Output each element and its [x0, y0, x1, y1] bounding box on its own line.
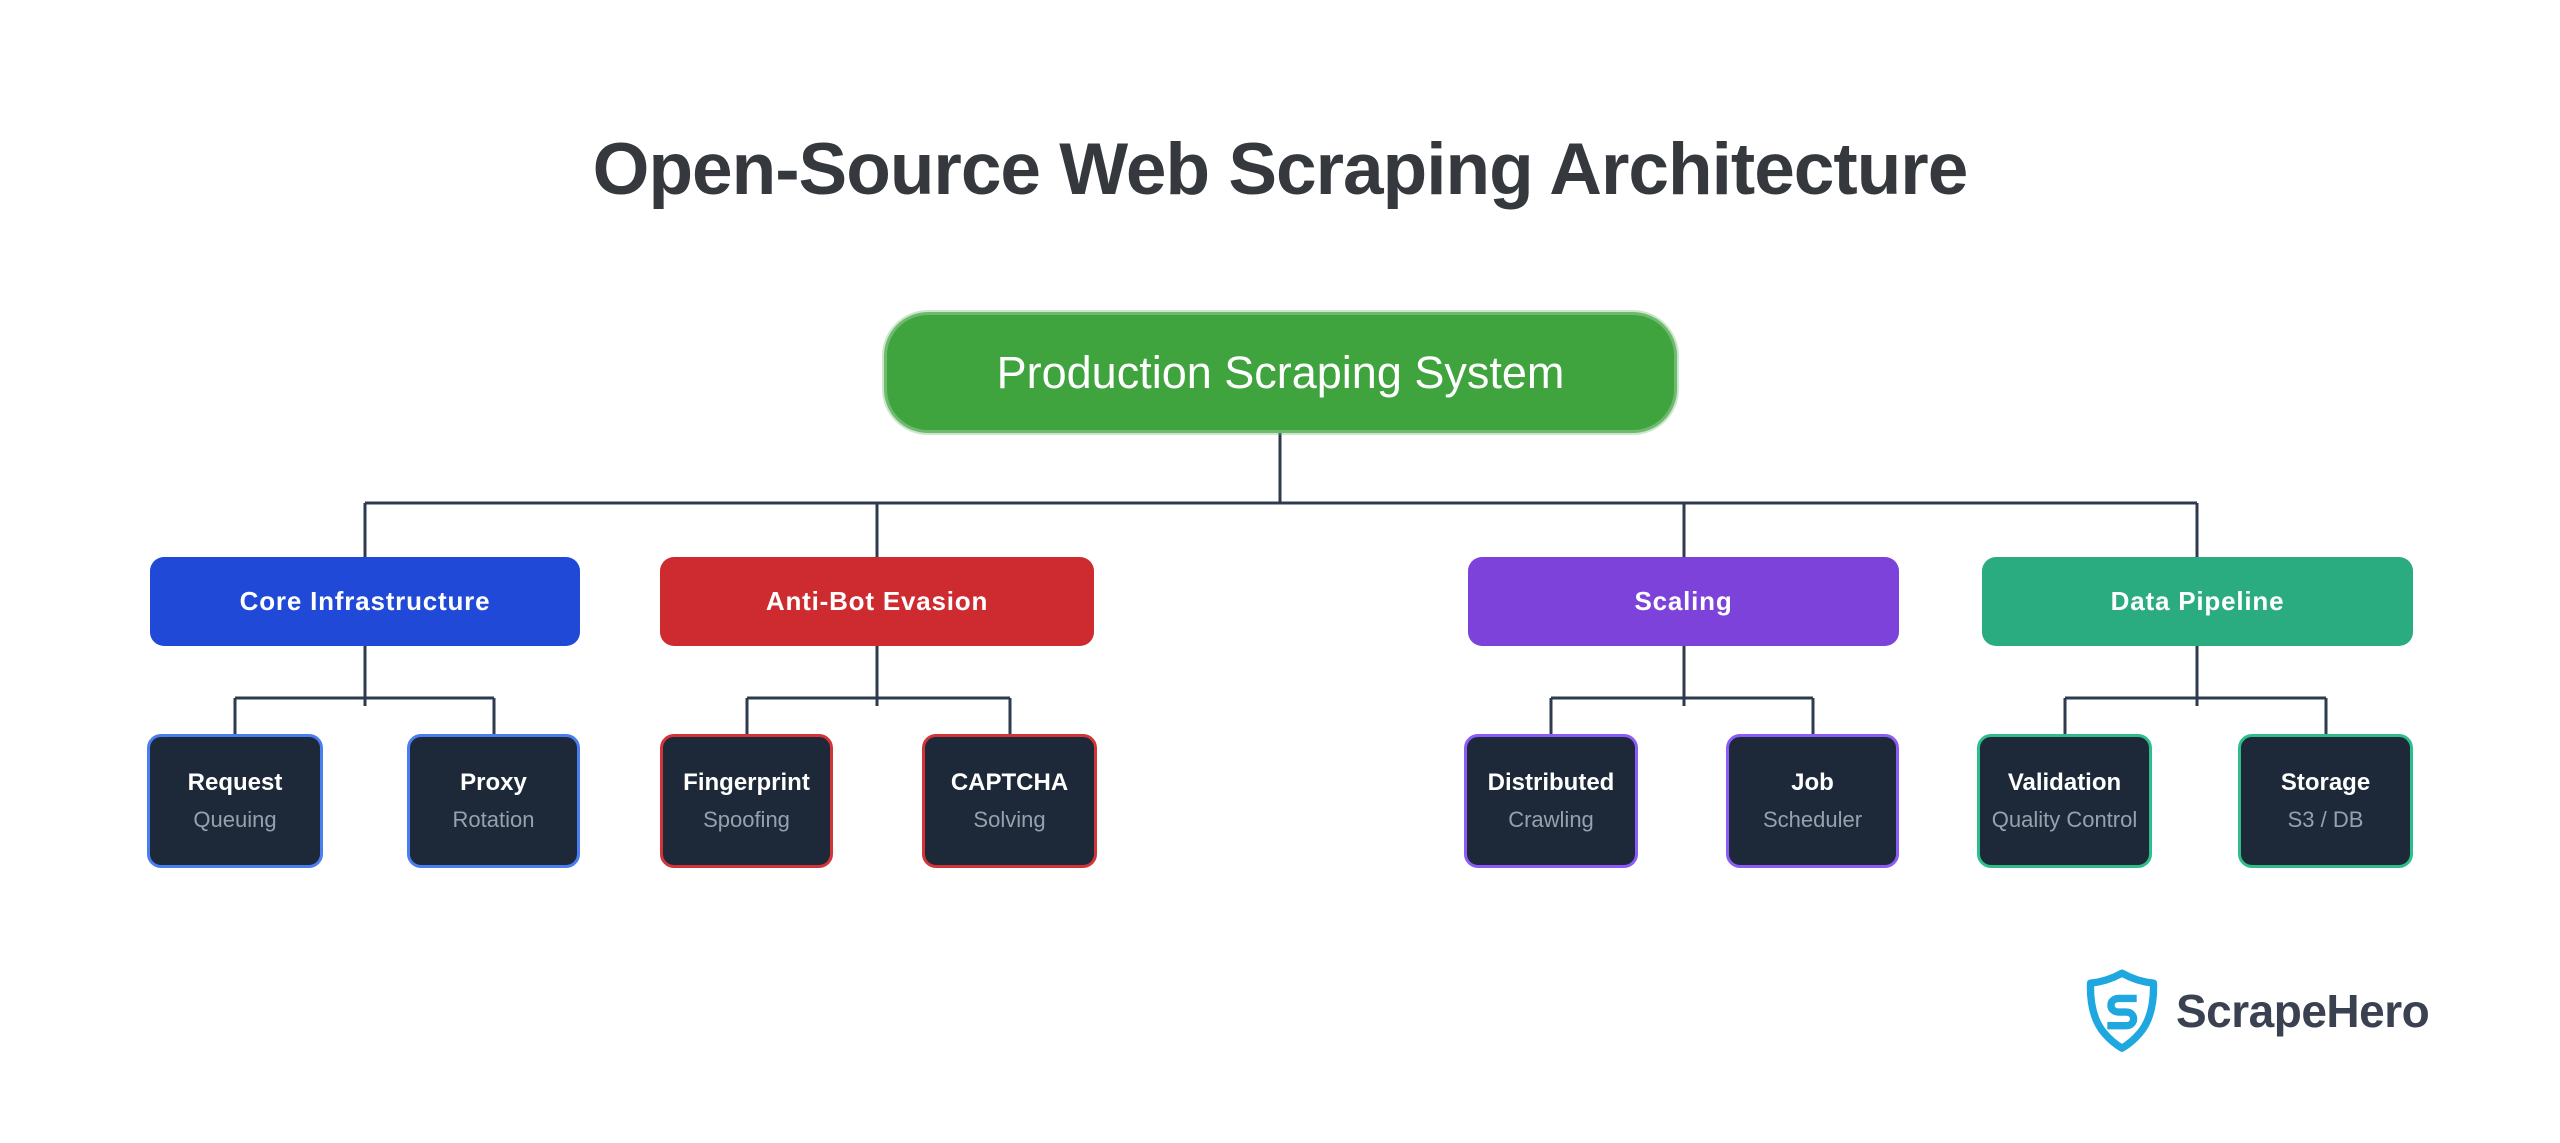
- node-title: Validation: [2007, 769, 2122, 797]
- node-distributed-crawling: Distributed Crawling: [1464, 734, 1638, 868]
- node-proxy-rotation: Proxy Rotation: [407, 734, 580, 868]
- logo-wordmark: ScrapeHero: [2176, 985, 2430, 1037]
- node-fingerprint-spoofing: Fingerprint Spoofing: [660, 734, 833, 868]
- node-validation-quality-control: Validation Quality Control: [1977, 734, 2152, 868]
- shield-s-glyph: [2107, 994, 2138, 1030]
- node-subtitle: Rotation: [452, 806, 535, 832]
- branch-data-pipeline: Data Pipeline: [1982, 557, 2413, 646]
- node-subtitle: Crawling: [1508, 806, 1594, 832]
- branch-anti-bot-evasion: Anti-Bot Evasion: [660, 557, 1094, 646]
- page-title: Open-Source Web Scraping Architecture: [592, 129, 1969, 210]
- shield-icon: [2086, 969, 2158, 1052]
- node-request-queuing: Request Queuing: [147, 734, 323, 868]
- node-title: Request: [187, 769, 283, 797]
- node-title: Proxy: [460, 769, 527, 797]
- node-title: Job: [1791, 769, 1834, 797]
- node-captcha-solving: CAPTCHA Solving: [922, 734, 1097, 868]
- node-storage-s3-db: Storage S3 / DB: [2238, 734, 2413, 868]
- node-subtitle: Queuing: [193, 806, 277, 832]
- branch-scaling: Scaling: [1468, 557, 1899, 646]
- node-subtitle: Solving: [973, 806, 1046, 832]
- node-subtitle: S3 / DB: [2287, 806, 2364, 832]
- node-subtitle: Scheduler: [1762, 806, 1863, 832]
- node-subtitle: Quality Control: [1991, 806, 2138, 832]
- root-node-production-scraping-system: Production Scraping System: [884, 312, 1677, 433]
- node-job-scheduler: Job Scheduler: [1726, 734, 1899, 868]
- node-title: Distributed: [1487, 769, 1615, 797]
- branch-core-infrastructure: Core Infrastructure: [150, 557, 580, 646]
- node-subtitle: Spoofing: [703, 806, 790, 832]
- node-title: Storage: [2280, 769, 2371, 797]
- node-title: Fingerprint: [683, 769, 810, 797]
- node-title: CAPTCHA: [950, 769, 1069, 797]
- scrapehero-logo: ScrapeHero: [2082, 968, 2430, 1054]
